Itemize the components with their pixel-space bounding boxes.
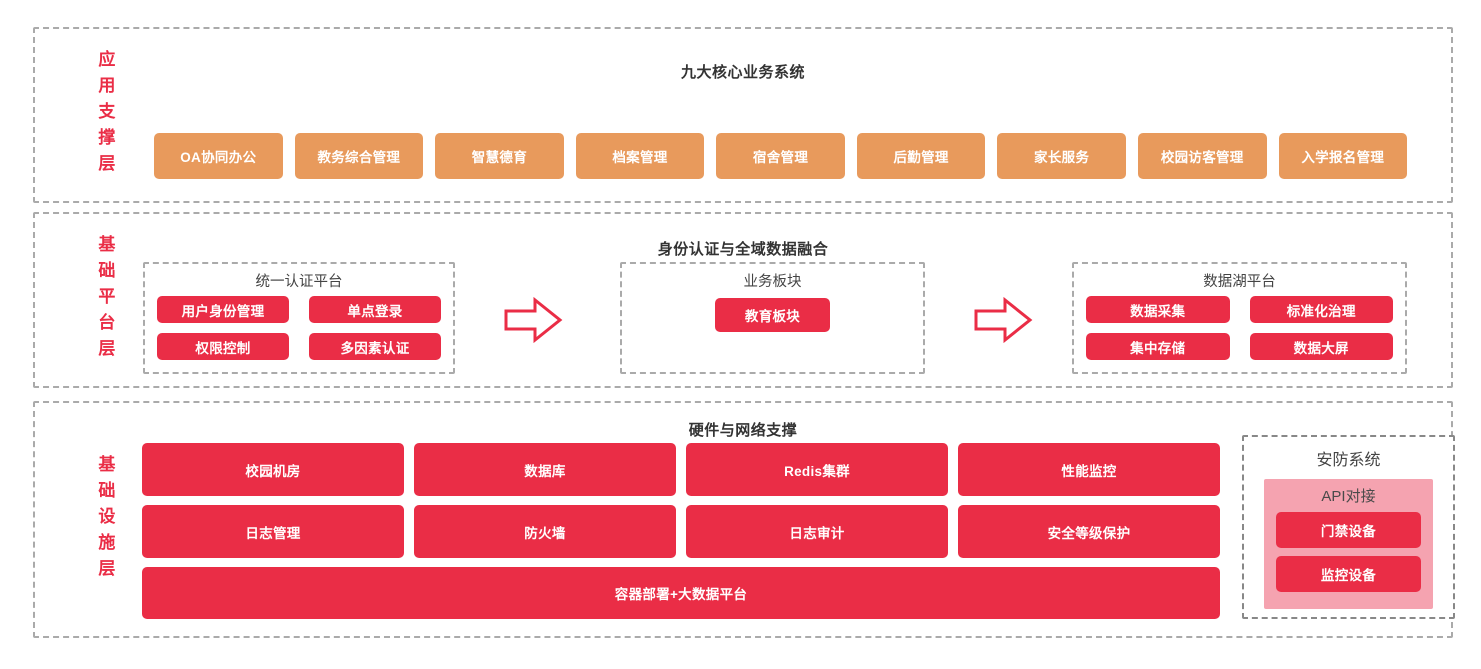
unified-auth-grid: 用户身份管理 单点登录 权限控制 多因素认证 <box>157 296 441 360</box>
layer-application-support: 应用支撑层 九大核心业务系统 OA协同办公 教务综合管理 智慧德育 档案管理 宿… <box>33 27 1453 203</box>
infra-pill-security-grading[interactable]: 安全等级保护 <box>958 505 1220 558</box>
app-pill-oa[interactable]: OA协同办公 <box>154 133 283 179</box>
group-data-lake: 数据湖平台 数据采集 标准化治理 集中存储 数据大屏 <box>1072 262 1407 374</box>
datalake-pill-governance[interactable]: 标准化治理 <box>1249 296 1393 323</box>
layer-title-base-platform: 身份认证与全域数据融合 <box>657 241 829 258</box>
infra-pill-log-management[interactable]: 日志管理 <box>142 505 404 558</box>
arrow-right-icon-2 <box>973 296 1033 344</box>
group-unified-auth: 统一认证平台 用户身份管理 单点登录 权限控制 多因素认证 <box>143 262 455 374</box>
layer-title-infrastructure: 硬件与网络支撑 <box>688 422 798 439</box>
layer-infrastructure: 基础设施层 硬件与网络支撑 校园机房 数据库 Redis集群 性能监控 日志管理… <box>33 401 1455 638</box>
infra-pill-redis-cluster[interactable]: Redis集群 <box>686 443 948 496</box>
datalake-pill-dashboard[interactable]: 数据大屏 <box>1249 333 1393 360</box>
business-segment-grid: 教育板块 <box>634 298 911 360</box>
layer-title-application-support: 九大核心业务系统 <box>680 64 805 81</box>
group-business-segment: 业务板块 教育板块 <box>620 262 925 374</box>
group-title-business-segment: 业务板块 <box>743 274 802 290</box>
infra-pill-log-audit[interactable]: 日志审计 <box>686 505 948 558</box>
app-pill-archive[interactable]: 档案管理 <box>575 133 705 179</box>
infra-pill-performance-monitor[interactable]: 性能监控 <box>958 443 1220 496</box>
application-system-row: OA协同办公 教务综合管理 智慧德育 档案管理 宿舍管理 后勤管理 家长服务 校… <box>154 133 1408 179</box>
app-pill-enrollment[interactable]: 入学报名管理 <box>1278 133 1408 179</box>
app-pill-moral-education[interactable]: 智慧德育 <box>435 133 564 179</box>
security-pill-surveillance[interactable]: 监控设备 <box>1276 556 1421 592</box>
auth-pill-sso[interactable]: 单点登录 <box>309 296 441 323</box>
group-security-system: 安防系统 API对接 门禁设备 监控设备 <box>1242 435 1455 619</box>
infrastructure-grid: 校园机房 数据库 Redis集群 性能监控 日志管理 防火墙 日志审计 安全等级… <box>142 443 1220 558</box>
app-pill-dormitory[interactable]: 宿舍管理 <box>716 133 845 179</box>
layer-base-platform: 基础平台层 身份认证与全域数据融合 统一认证平台 用户身份管理 单点登录 权限控… <box>33 212 1453 388</box>
api-integration-title: API对接 <box>1321 488 1376 505</box>
business-pill-education[interactable]: 教育板块 <box>715 298 830 332</box>
group-title-data-lake: 数据湖平台 <box>1203 274 1276 290</box>
app-pill-parent-service[interactable]: 家长服务 <box>997 133 1126 179</box>
infra-pill-firewall[interactable]: 防火墙 <box>414 505 676 558</box>
arrow-right-icon-1 <box>503 296 563 344</box>
group-title-unified-auth: 统一认证平台 <box>255 274 343 290</box>
api-integration-panel: API对接 门禁设备 监控设备 <box>1264 479 1433 609</box>
layer-label-infrastructure: 基础设施层 <box>95 454 115 585</box>
app-pill-academic[interactable]: 教务综合管理 <box>294 133 424 179</box>
app-pill-visitor[interactable]: 校园访客管理 <box>1137 133 1267 179</box>
infra-pill-data-center[interactable]: 校园机房 <box>142 443 404 496</box>
datalake-pill-storage[interactable]: 集中存储 <box>1086 333 1230 360</box>
app-pill-logistics[interactable]: 后勤管理 <box>856 133 986 179</box>
data-lake-grid: 数据采集 标准化治理 集中存储 数据大屏 <box>1086 296 1393 360</box>
layer-label-base-platform: 基础平台层 <box>95 235 115 365</box>
auth-pill-permission[interactable]: 权限控制 <box>157 333 289 360</box>
infra-pill-container-bigdata[interactable]: 容器部署+大数据平台 <box>142 567 1220 619</box>
group-title-security-system: 安防系统 <box>1316 452 1381 469</box>
auth-pill-user-identity[interactable]: 用户身份管理 <box>157 296 289 323</box>
security-pill-access-control[interactable]: 门禁设备 <box>1276 512 1421 548</box>
infra-pill-database[interactable]: 数据库 <box>414 443 676 496</box>
datalake-pill-collection[interactable]: 数据采集 <box>1086 296 1230 323</box>
auth-pill-mfa[interactable]: 多因素认证 <box>309 333 441 360</box>
layer-label-application-support: 应用支撑层 <box>95 50 115 180</box>
